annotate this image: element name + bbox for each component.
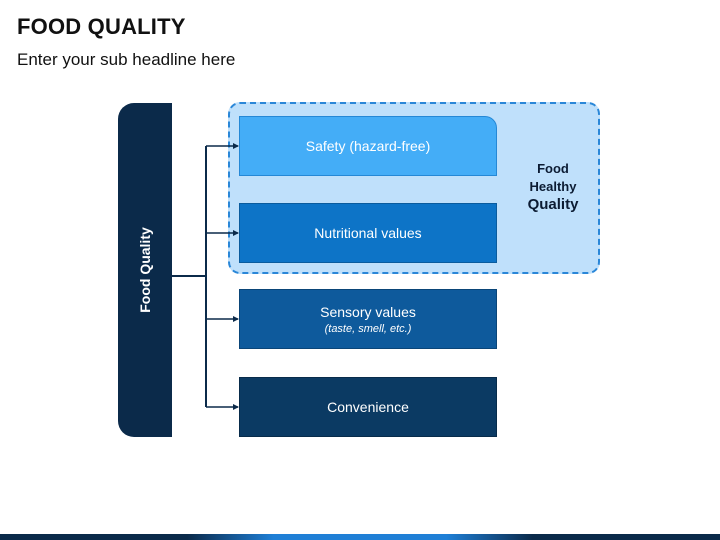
page-subtitle: Enter your sub headline here [17, 50, 236, 69]
sensory-values-box: Sensory values (taste, smell, etc.) [239, 289, 497, 349]
group-label-line-1: Food [537, 161, 569, 176]
sensory-values-sublabel: (taste, smell, etc.) [324, 322, 412, 335]
safety-label: Safety (hazard-free) [305, 138, 431, 154]
group-label: Food Healthy Quality [512, 160, 594, 215]
group-label-line-3: Quality [527, 196, 579, 214]
sensory-values-label: Sensory values [320, 303, 416, 320]
convenience-box: Convenience [239, 377, 497, 437]
safety-box: Safety (hazard-free) [239, 116, 497, 176]
root-node: Food Quality [118, 103, 172, 437]
nutritional-values-label: Nutritional values [314, 225, 422, 241]
convenience-label: Convenience [327, 399, 409, 415]
page-title: FOOD QUALITY [17, 14, 186, 39]
group-label-line-2: Healthy [529, 178, 577, 194]
nutritional-values-box: Nutritional values [239, 203, 497, 263]
bottom-accent-strip [0, 534, 720, 540]
